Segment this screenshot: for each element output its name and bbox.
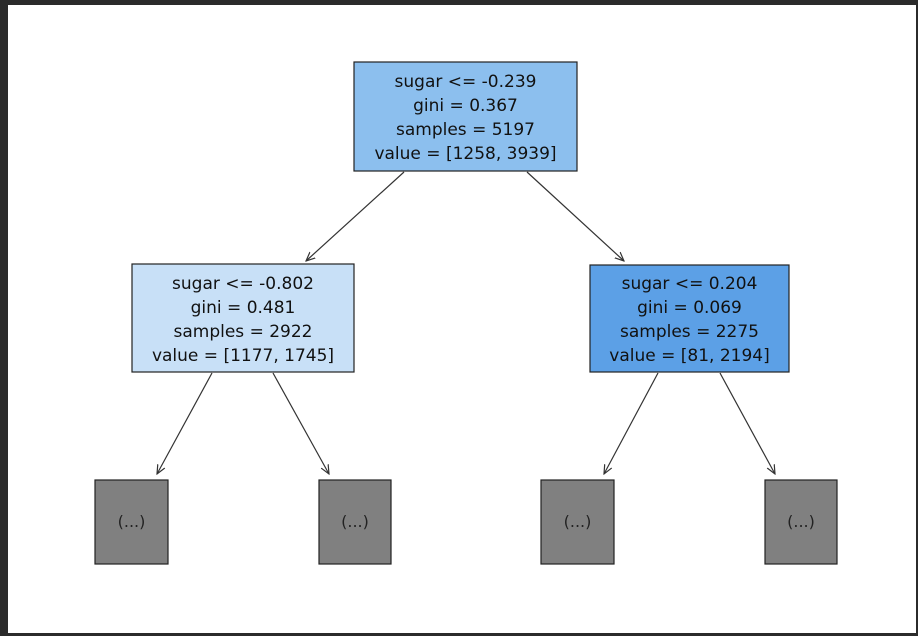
node-value: value = [1177, 1745] xyxy=(152,346,334,366)
node-samples: samples = 2275 xyxy=(620,322,759,342)
node-box xyxy=(589,264,790,373)
edge-root-left xyxy=(306,171,405,261)
leaf-label: (...) xyxy=(341,512,369,531)
tree-edges xyxy=(157,171,775,474)
decision-tree-diagram: sugar <= -0.239 gini = 0.367 samples = 5… xyxy=(94,61,838,565)
node-samples: samples = 5197 xyxy=(396,120,535,140)
node-split-condition: sugar <= -0.239 xyxy=(395,72,537,92)
node-box xyxy=(353,61,578,172)
tree-leaf-2: (...) xyxy=(318,479,392,565)
tree-leaf-3: (...) xyxy=(540,479,615,565)
node-box xyxy=(131,263,355,373)
leaf-box xyxy=(764,479,838,565)
tree-leaf-4: (...) xyxy=(764,479,838,565)
node-value: value = [81, 2194] xyxy=(609,346,769,366)
node-value: value = [1258, 3939] xyxy=(374,144,556,164)
leaf-label: (...) xyxy=(787,512,815,531)
plot-canvas: sugar <= -0.239 gini = 0.367 samples = 5… xyxy=(8,5,916,633)
leaf-label: (...) xyxy=(118,512,146,531)
node-gini: gini = 0.481 xyxy=(191,298,296,318)
leaf-box xyxy=(94,479,169,565)
node-samples: samples = 2922 xyxy=(174,322,313,342)
node-gini: gini = 0.367 xyxy=(413,96,518,116)
edge-left-leaf1 xyxy=(157,372,213,474)
edge-left-leaf2 xyxy=(272,372,329,474)
leaf-box xyxy=(540,479,615,565)
edge-right-leaf4 xyxy=(719,372,775,474)
edge-root-right xyxy=(526,171,624,261)
tree-node-root: sugar <= -0.239 gini = 0.367 samples = 5… xyxy=(353,61,578,172)
edge-right-leaf3 xyxy=(604,372,659,474)
leaf-label: (...) xyxy=(564,512,592,531)
node-gini: gini = 0.069 xyxy=(637,298,742,318)
tree-node-right: sugar <= 0.204 gini = 0.069 samples = 22… xyxy=(589,264,790,373)
node-split-condition: sugar <= -0.802 xyxy=(172,274,314,294)
leaf-box xyxy=(318,479,392,565)
tree-leaf-1: (...) xyxy=(94,479,169,565)
tree-node-left: sugar <= -0.802 gini = 0.481 samples = 2… xyxy=(131,263,355,373)
node-split-condition: sugar <= 0.204 xyxy=(622,274,758,294)
